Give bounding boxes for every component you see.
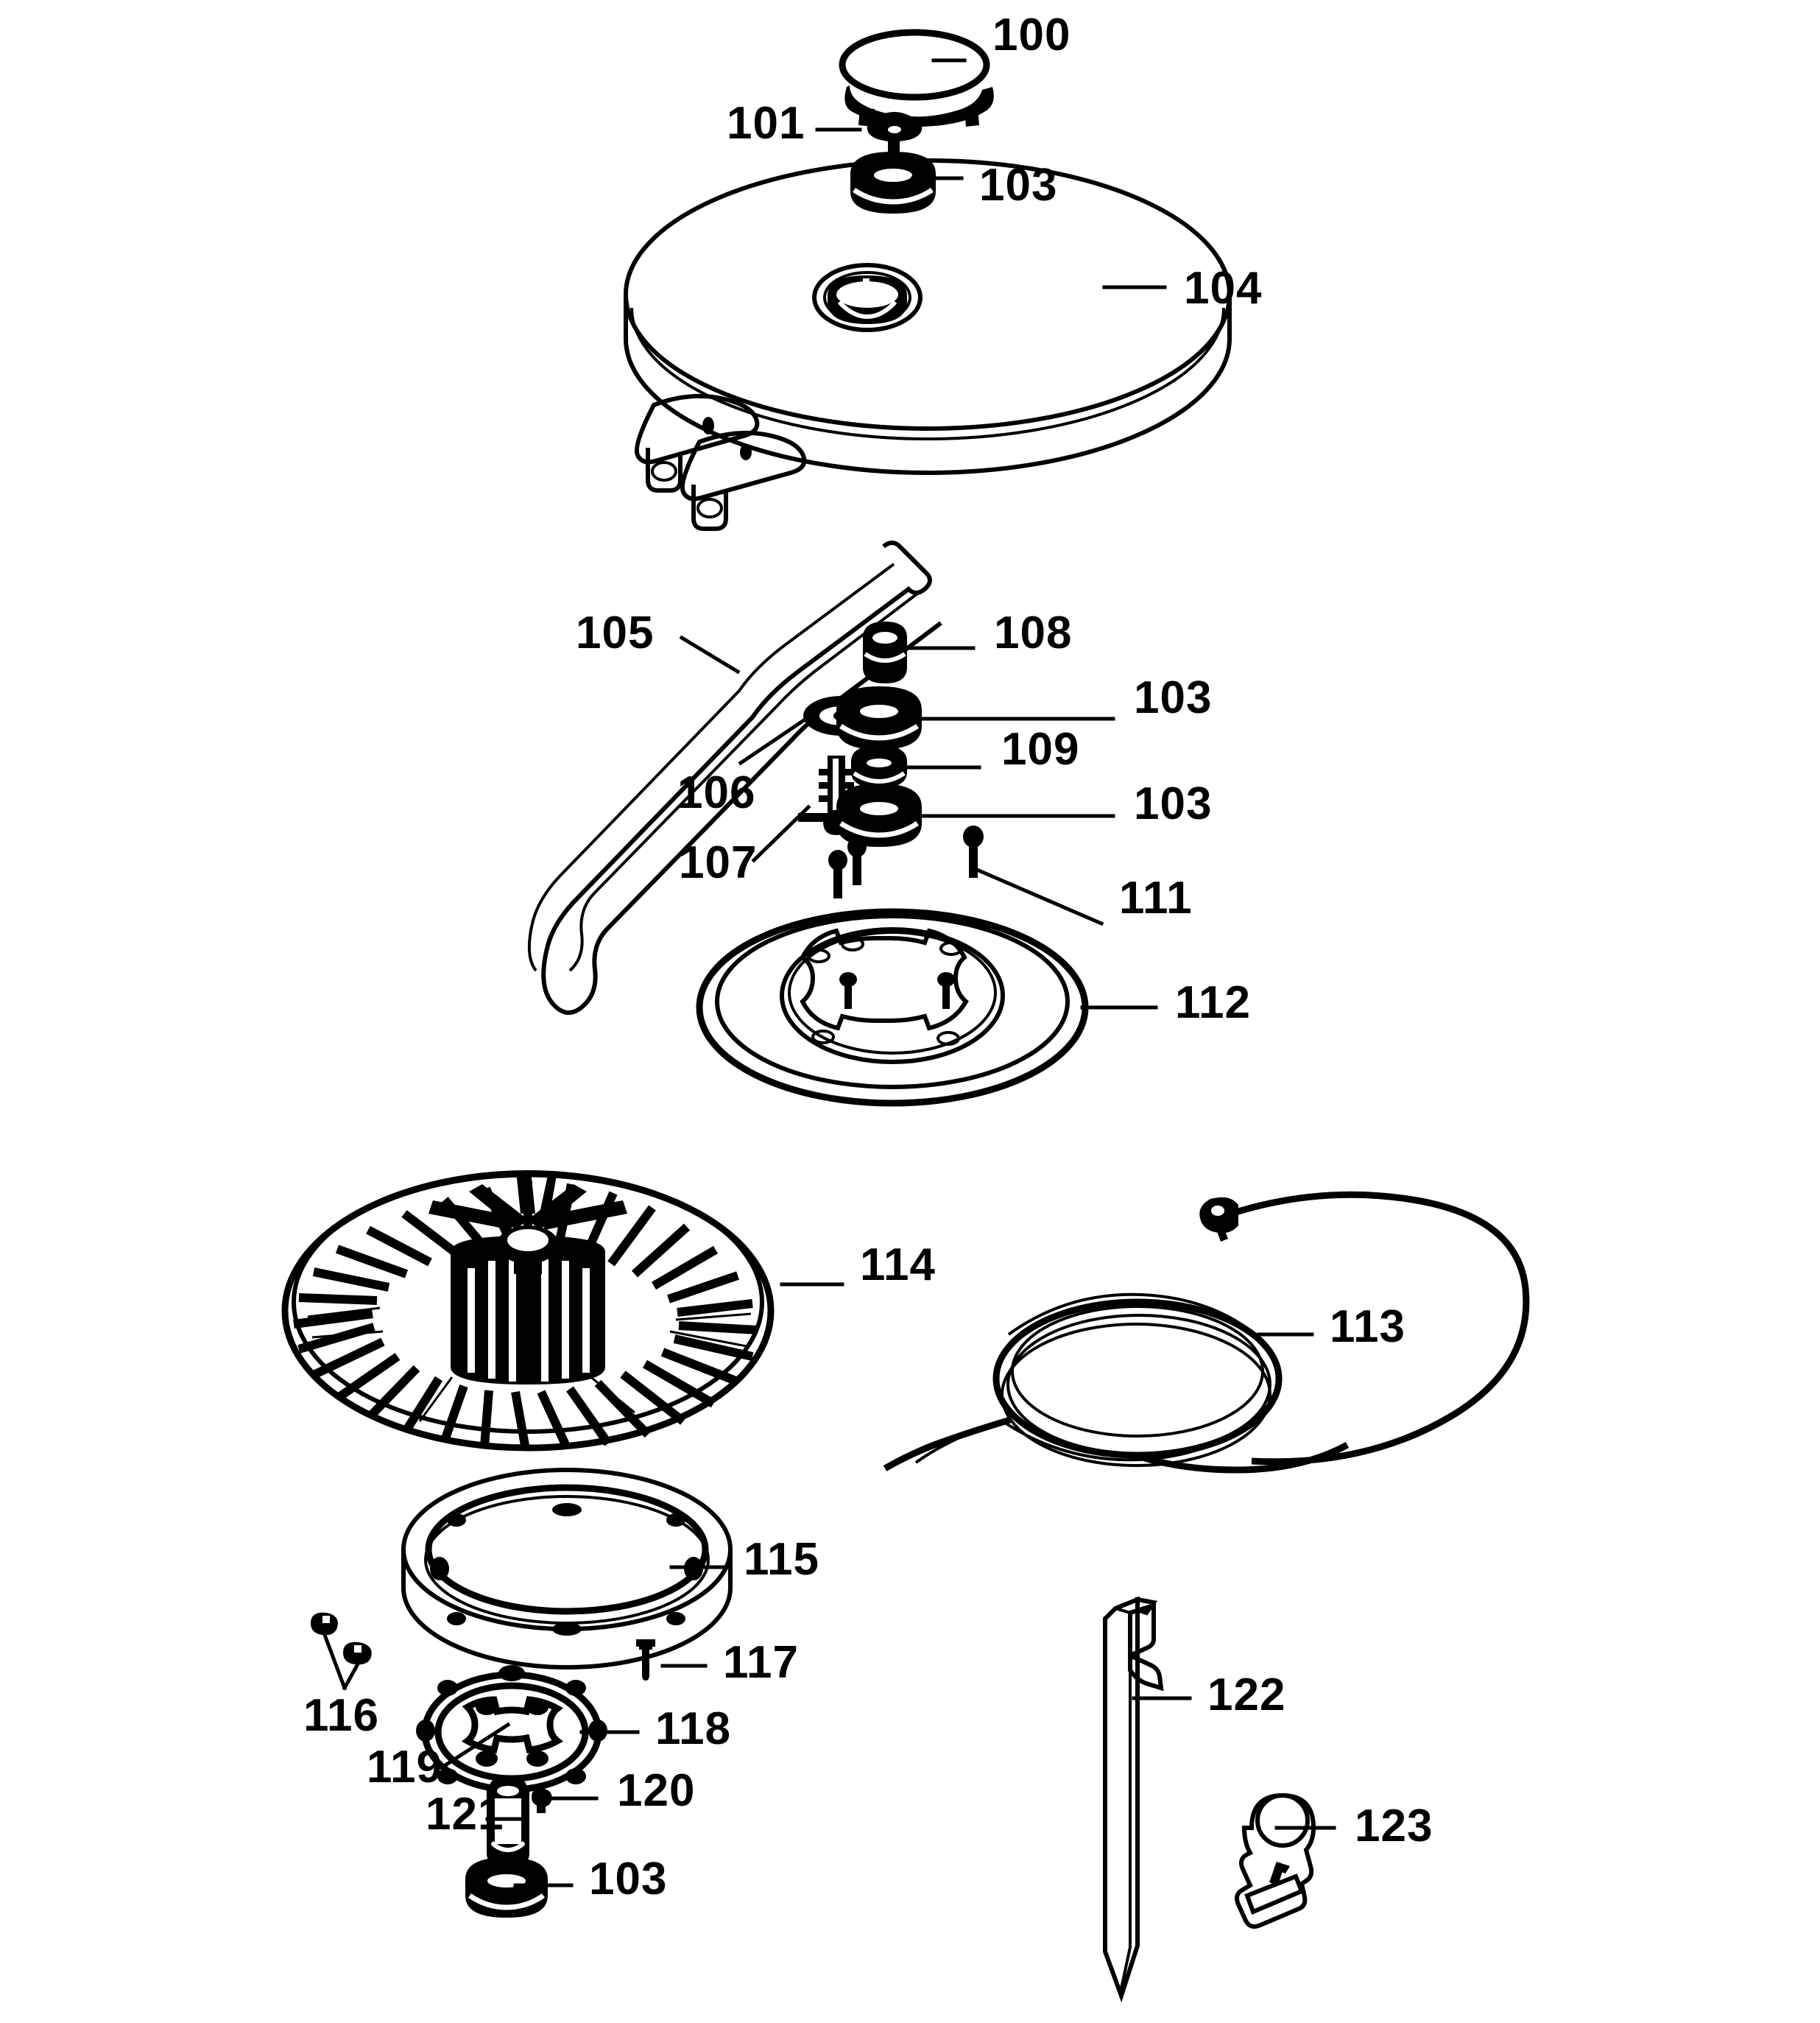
wire-connector [1199, 1197, 1238, 1242]
wire-coil [992, 1292, 1283, 1467]
callout-number-103: 103 [1134, 778, 1212, 829]
part-121-spacer-tube [487, 1776, 529, 1869]
screw-116-b [343, 1642, 372, 1665]
disc-center-boss [812, 263, 923, 332]
callout-number-107: 107 [679, 837, 757, 888]
part-103-bearing-top [850, 152, 936, 214]
callout-number-106: 106 [677, 767, 755, 818]
part-111-screws [828, 826, 984, 898]
callout-number-109: 109 [1001, 724, 1079, 775]
callout-number-108: 108 [994, 608, 1072, 658]
callout-number-116: 116 [303, 1690, 379, 1741]
callout-number-104: 104 [1184, 263, 1262, 314]
part-115-housing-ring [401, 1468, 733, 1670]
callout-number-101: 101 [727, 98, 805, 149]
callout-number-113: 113 [1330, 1301, 1405, 1352]
part-100-hub-cap [839, 29, 994, 127]
callout-number-119: 119 [367, 1742, 442, 1792]
callout-number-118: 118 [655, 1703, 731, 1754]
seated-screw-a [839, 972, 857, 1009]
callout-number-115: 115 [744, 1534, 819, 1585]
seated-screw-b [937, 972, 955, 1009]
callout-leaders [439, 58, 1336, 1887]
screw-116-a [311, 1612, 338, 1636]
part-116-retaining-screws [311, 1612, 372, 1691]
part-104-cutting-disc [623, 158, 1232, 531]
part-122-ground-stake [1103, 1596, 1164, 2003]
callout-number-114: 114 [860, 1239, 936, 1290]
part-109-shim-washer [851, 745, 907, 788]
callout-number-103: 103 [589, 1854, 667, 1904]
leader-line-105 [679, 635, 741, 675]
callout-numbers: 100 101 103 104 105 106 107 108 103 109 103 111 112 1… [303, 10, 1433, 1904]
disc-blade-2 [680, 417, 807, 531]
rotor-vane-shadows [307, 1306, 752, 1422]
part-103-bearing-mid-upper [836, 686, 922, 750]
disc-blade-1 [635, 393, 760, 493]
callout-number-121: 121 [426, 1789, 504, 1840]
part-114-fan-rotor [281, 1170, 775, 1452]
callout-number-122: 122 [1207, 1670, 1285, 1720]
leader-line-106 [738, 717, 807, 766]
callout-number-103: 103 [979, 160, 1057, 211]
part-105-guard-bar [527, 541, 942, 1015]
callout-number-103: 103 [1134, 672, 1212, 723]
callout-number-123: 123 [1355, 1801, 1433, 1851]
leader-line-119 [439, 1722, 511, 1770]
callout-number-100: 100 [992, 10, 1071, 60]
screw-111-a [828, 850, 847, 898]
part-101-hub-screw [867, 112, 923, 169]
part-108-spacer-sleeve [863, 622, 907, 683]
callout-number-112: 112 [1175, 977, 1251, 1028]
part-103-bearing-mid-lower [836, 784, 922, 847]
callout-number-120: 120 [617, 1765, 695, 1816]
callout-number-105: 105 [576, 608, 654, 658]
part-112-drive-plate [696, 908, 1089, 1107]
leader-line-107 [751, 804, 811, 863]
part-113-boundary-wire [883, 1191, 1530, 1474]
screw-111-b [847, 837, 867, 885]
part-117-shoulder-screw [636, 1639, 655, 1681]
part-120-set-screw [532, 1788, 552, 1813]
callout-number-117: 117 [723, 1637, 799, 1688]
callout-number-111: 111 [1119, 873, 1193, 923]
part-103-bearing-bottom [465, 1857, 548, 1918]
leader-line-111 [969, 865, 1104, 926]
rotor-hub [428, 1171, 627, 1385]
part-123-wire-peg [1235, 1792, 1316, 1929]
